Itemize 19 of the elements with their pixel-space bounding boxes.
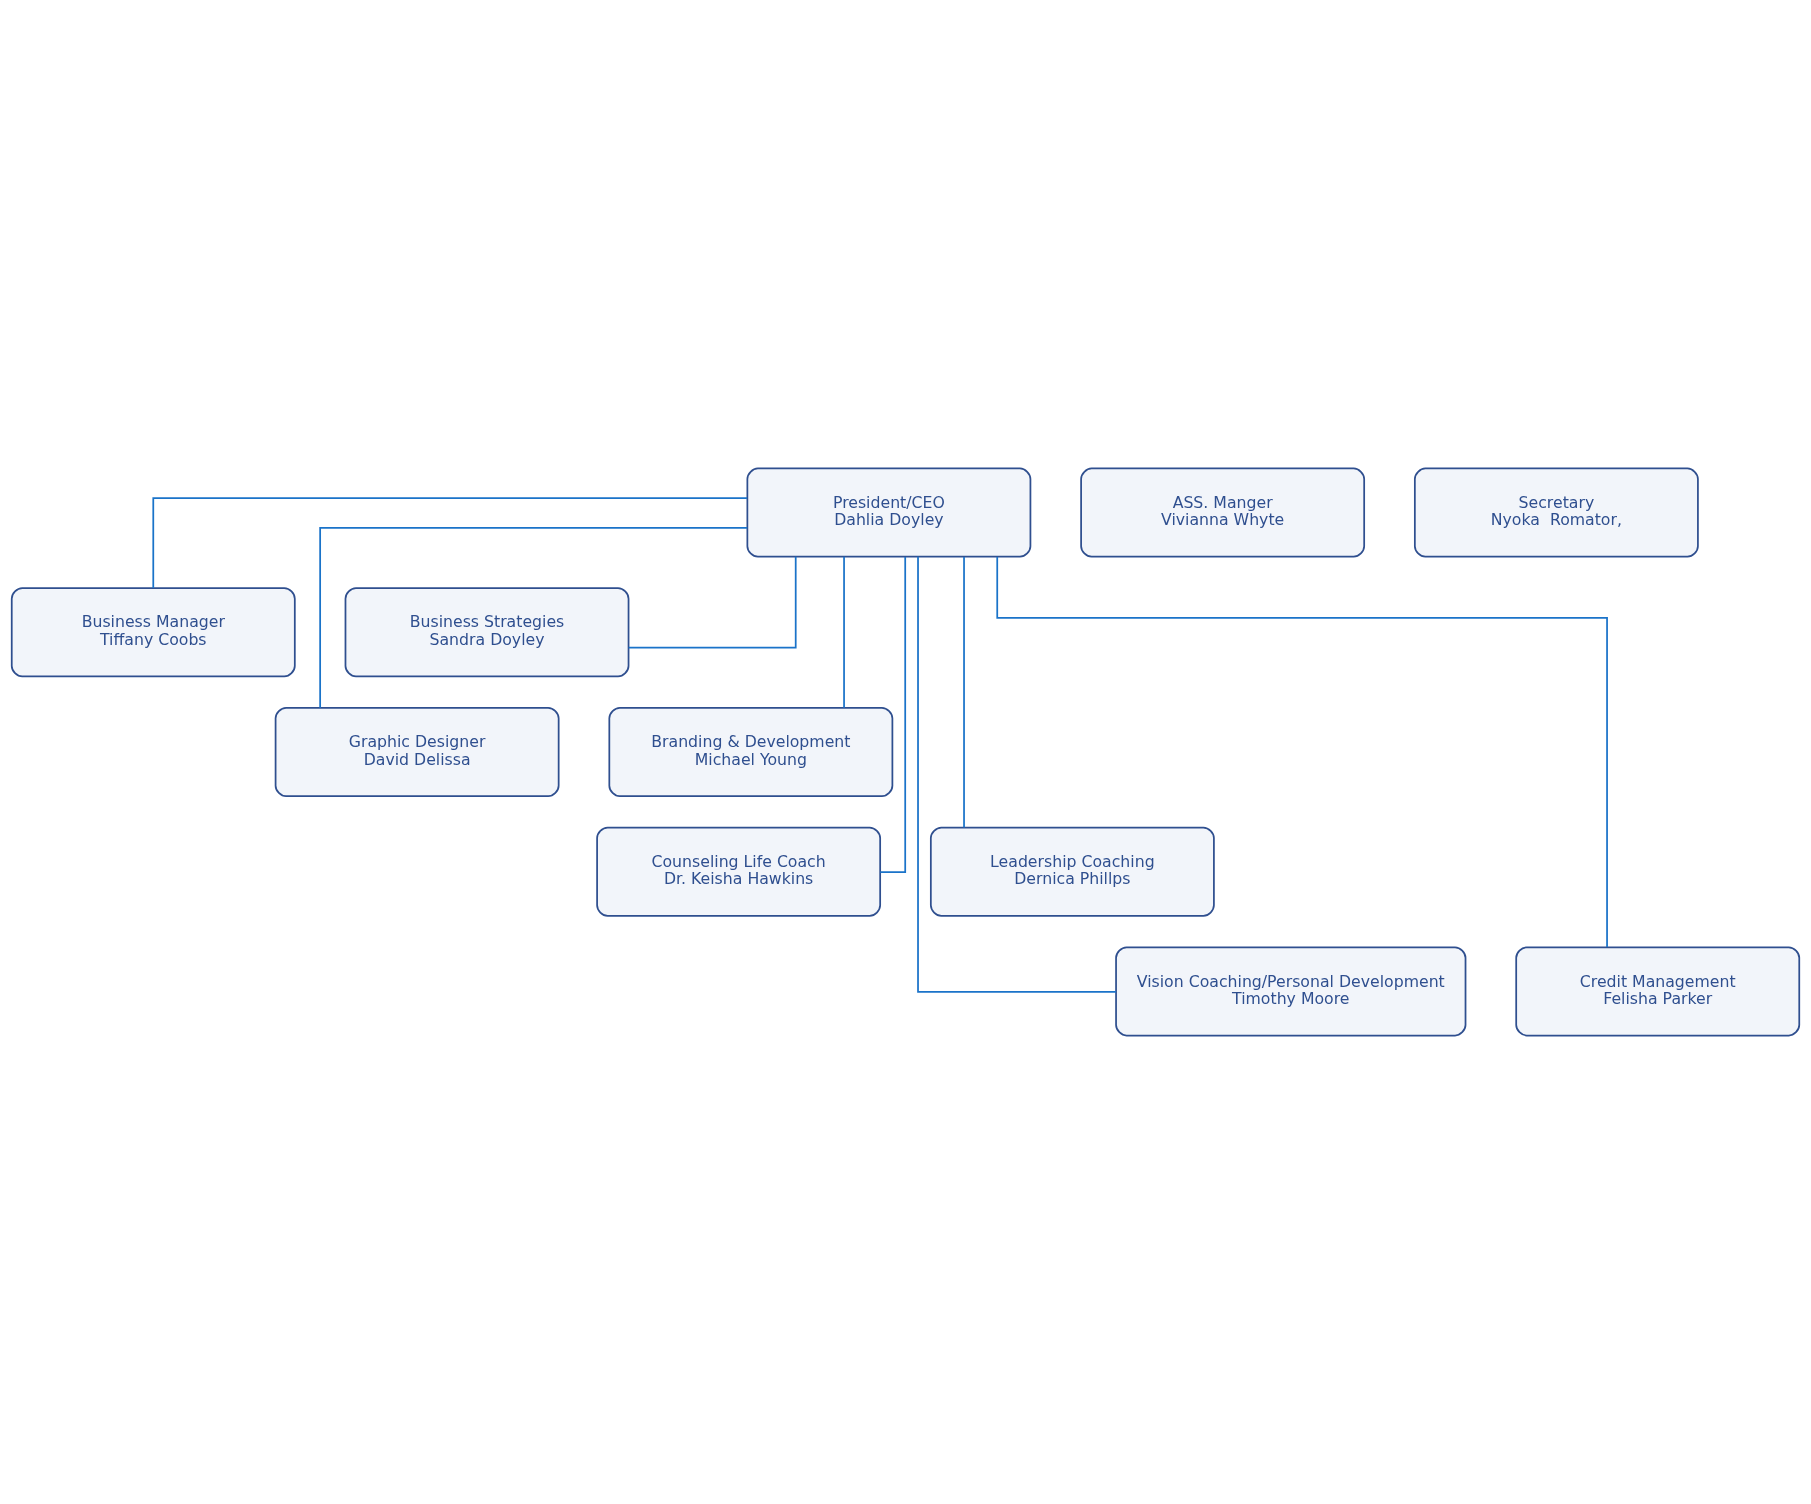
node-box: Business Strategies Sandra Doyley (344, 587, 630, 678)
node-box: Business Manager Tiffany Coobs (10, 587, 296, 678)
node-box: Vision Coaching/Personal Development Timothy Moore (1115, 946, 1467, 1037)
node-box: ASS. Manger Vivianna Whyte (1080, 467, 1366, 558)
connector (879, 556, 907, 873)
connector (917, 555, 1117, 993)
connector (319, 527, 749, 709)
connector (843, 555, 845, 709)
connector (996, 556, 1608, 948)
connector (152, 497, 748, 589)
connector (963, 556, 965, 829)
node-box: Secretary Nyoka Romator, (1413, 467, 1699, 558)
node-box: Graphic Designer David Delissa (274, 707, 560, 797)
node-box: Leadership Coaching Dernica Phillps (929, 826, 1215, 917)
node-box: Counseling Life Coach Dr. Keisha Hawkins (596, 826, 882, 917)
node-box: Branding & Development Michael Young (608, 707, 894, 797)
connector (627, 555, 797, 649)
node-box: Credit Management Felisha Parker (1515, 946, 1801, 1037)
node-box: President/CEO Dahlia Doyley (746, 467, 1032, 558)
